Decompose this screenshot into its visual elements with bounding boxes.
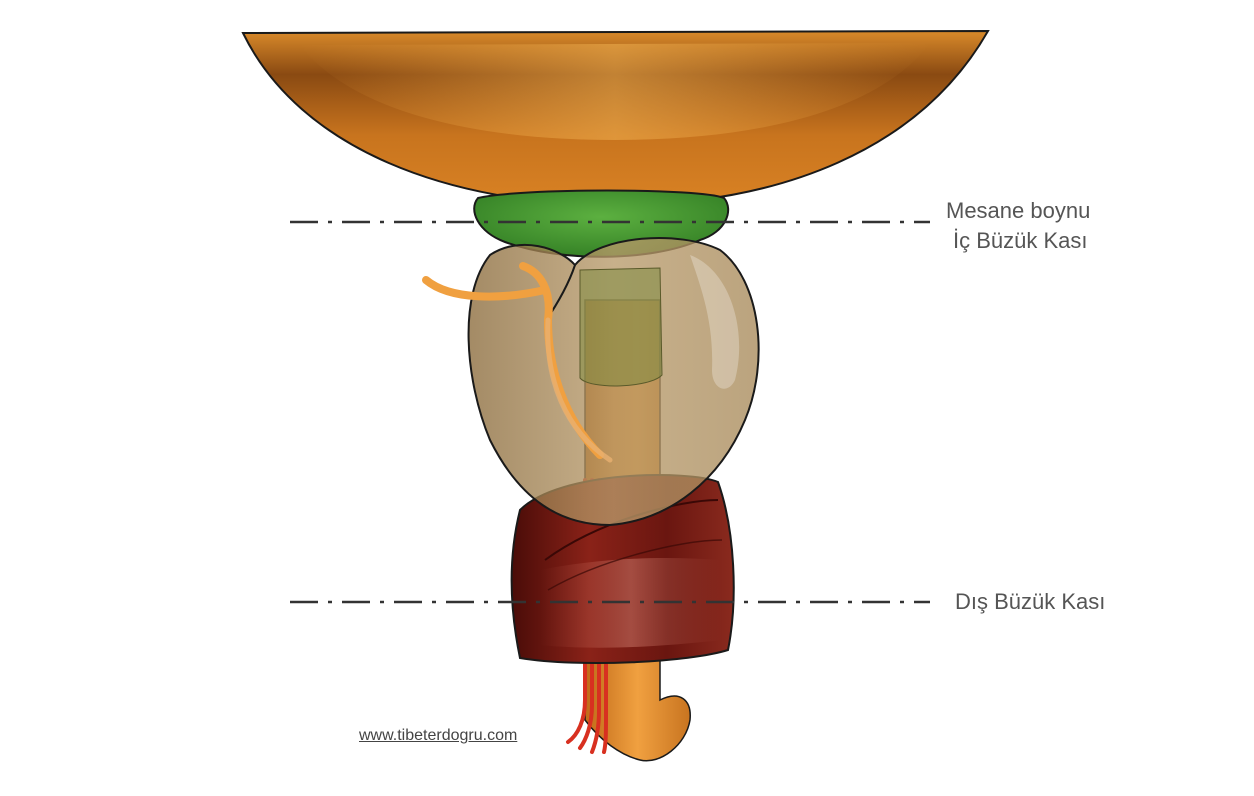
label-bladder-neck: Mesane boynu — [946, 198, 1091, 223]
prostate — [467, 237, 760, 527]
vas-deferens — [422, 262, 613, 463]
label-external-sphincter: Dış Büzük Kası — [955, 589, 1106, 614]
label-internal-sphincter: İç Büzük Kası — [953, 228, 1088, 253]
nerve-bundle — [566, 478, 608, 754]
watermark-link[interactable]: www.tibeterdogru.com — [359, 727, 518, 744]
bladder — [241, 29, 990, 207]
external-sphincter — [510, 474, 735, 665]
